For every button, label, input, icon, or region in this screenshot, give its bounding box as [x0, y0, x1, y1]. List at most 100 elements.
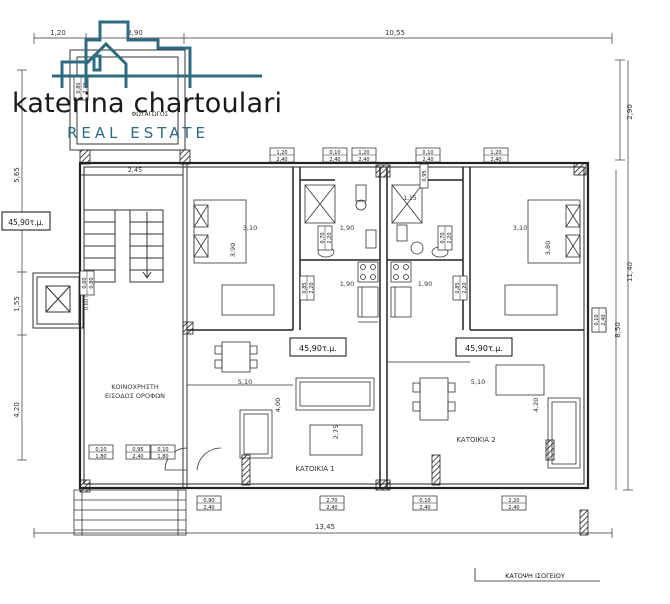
area-label-common: 45,90τ.μ. [8, 218, 44, 227]
interior-walls [187, 167, 584, 488]
bottom-dim: 13,45 [315, 523, 335, 531]
opening-tag-text: 1,80 [95, 454, 106, 460]
opening-tag-text: 0,60 [82, 277, 88, 288]
bed-apartment-1 [193, 199, 275, 316]
opening-tag-text: 2,20 [447, 232, 453, 243]
top-dimension-line [33, 33, 613, 44]
opening-tag-text: 0,80 [89, 277, 95, 288]
opening-tag: 2,202,40 [501, 495, 527, 511]
opening-tag-text: 0,90 [203, 498, 214, 504]
light-well [69, 49, 186, 151]
bedroom-2-depth: 3,80 [544, 241, 552, 255]
opening-tag-text: 1,20 [490, 150, 501, 156]
bedroom-1-width: 3,10 [243, 224, 257, 232]
opening-tag-text: 2,20 [508, 498, 519, 504]
kitchen-apartment-2 [390, 261, 412, 318]
apartment-2-label: ΚΑΤΟΙΚΙΑ 2 [456, 436, 495, 444]
opening-tag: 1,202,40 [483, 147, 509, 163]
opening-tag-text: 0,70 [440, 232, 446, 243]
opening-tag-text: 0,10 [95, 447, 106, 453]
opening-tag: 1,202,40 [351, 147, 377, 163]
right-dim-3: 8,50 [614, 322, 622, 338]
logo-house-icon [52, 20, 262, 88]
opening-tag-text: 2,40 [203, 505, 214, 511]
bathroom-apartment-2 [391, 184, 449, 258]
living-1-width: 5,10 [238, 378, 252, 386]
opening-tag-text: 1,20 [276, 150, 287, 156]
opening-tag-text: 0,85 [302, 282, 308, 293]
area-label-apartment-2: 45,90τ.μ. [465, 344, 503, 353]
wall-columns [79, 149, 589, 536]
living-1-depth: 4,00 [274, 398, 282, 412]
opening-tag: 1,202,40 [269, 147, 295, 163]
opening-tag-text: 0,10 [422, 150, 433, 156]
living-2-depth: 4,20 [532, 398, 540, 412]
bed-apartment-2 [504, 199, 581, 316]
bath-1-width: 1,90 [340, 224, 354, 232]
elevator-tag: 0,60 / 0,80 [84, 283, 90, 310]
opening-tag-text: 1,80 [157, 454, 168, 460]
opening-tag-text: 2,40 [490, 157, 501, 163]
exterior-walls [78, 161, 590, 490]
bedroom-1-depth: 3,90 [229, 243, 237, 257]
opening-tag-text: 2,40 [419, 505, 430, 511]
brand-name: katerina chartoulari [12, 88, 283, 119]
opening-tag-text: 2,20 [327, 232, 333, 243]
common-stair-area [80, 163, 188, 488]
left-dim-2: 1,55 [13, 296, 21, 312]
table-1-dim: 2,75 [332, 425, 340, 439]
opening-tag-text: 2,40 [358, 157, 369, 163]
opening-tag-text: 2,40 [326, 505, 337, 511]
top-dim-2: 2,90 [127, 29, 143, 37]
opening-tag-text: 2,20 [309, 282, 315, 293]
right-dim-1: 2,90 [626, 104, 634, 120]
area-label-apartment-1: 45,90τ.μ. [299, 344, 337, 353]
right-dimension-lines [615, 59, 633, 491]
opening-tag: 0,101,80 [88, 444, 114, 460]
opening-tag: 0,102,40 [412, 495, 438, 511]
apartment-1-label: ΚΑΤΟΙΚΙΑ 1 [295, 465, 334, 473]
living-2-width: 5,10 [471, 378, 485, 386]
opening-tag: 2,702,40 [319, 495, 345, 511]
opening-tags: 1,202,400,102,401,202,400,102,401,202,40… [73, 75, 607, 511]
opening-tag-text: 0,10 [157, 447, 168, 453]
kitchen-1-width: 1,90 [340, 280, 354, 288]
left-dim-3: 4,20 [13, 402, 21, 418]
common-area-label-2: ΕΙΣΟΔΟΣ ΟΡΟΦΩΝ [105, 392, 165, 400]
plan-title-box: ΚΑΤΟΨΗ ΙΣΟΓΕΙΟΥ [474, 568, 600, 582]
brand-tagline: REAL ESTATE [67, 124, 210, 142]
area-box-apartment-2: 45,90τ.μ. [455, 337, 513, 357]
opening-tag-text: 1,20 [358, 150, 369, 156]
opening-tag: 0,95 [419, 163, 429, 189]
bath-2-width: 1,15 [403, 195, 417, 202]
living-apartment-2 [387, 361, 581, 469]
opening-tag-text: 0,70 [320, 232, 326, 243]
entrance-steps [73, 489, 187, 536]
opening-tag-text: 2,70 [326, 498, 337, 504]
area-box-apartment-1: 45,90τ.μ. [289, 337, 347, 357]
elevator-shaft [32, 272, 84, 329]
top-dim-3: 10,55 [385, 29, 405, 37]
living-apartment-1 [187, 341, 375, 459]
opening-tag: 0,902,40 [196, 495, 222, 511]
opening-tag-text: 2,40 [276, 157, 287, 163]
top-dim-1: 1,20 [50, 29, 66, 37]
opening-tag: 0,102,40 [415, 147, 441, 163]
kitchen-2-width: 1,90 [418, 280, 432, 288]
opening-tag-text: 2,40 [132, 454, 143, 460]
opening-tag-text: 0,85 [455, 282, 461, 293]
opening-tag-text: 2,40 [329, 157, 340, 163]
bottom-dimension-line [33, 528, 613, 538]
bedroom-2-width: 3,10 [513, 224, 527, 232]
elevator-tag-text: 0,60 / 0,80 [84, 283, 90, 310]
bathroom-apartment-1 [304, 184, 377, 258]
left-dimension-line [17, 69, 27, 461]
opening-tag-text: 0,95 [422, 170, 428, 181]
opening-tag: 0,952,40 [125, 444, 151, 460]
